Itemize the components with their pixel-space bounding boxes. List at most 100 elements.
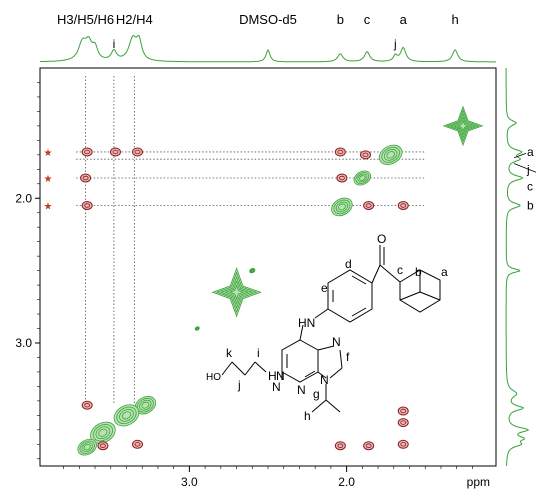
contour-line [357, 173, 368, 183]
contour-line [400, 442, 407, 447]
contour-line [397, 418, 409, 428]
red-contour-peak [81, 147, 93, 157]
contour-line [381, 146, 400, 163]
contour-line [84, 149, 91, 155]
green-contour-peak [378, 144, 403, 165]
bond [304, 370, 316, 378]
atom-label-n9: N [320, 373, 329, 387]
atom-label-n3: N [276, 369, 285, 383]
red-contour-peak [397, 200, 409, 210]
contour-line [331, 197, 353, 217]
red-contour-peak [334, 147, 346, 157]
proton-label-i: i [257, 346, 260, 360]
red-contour-peak [131, 147, 143, 157]
bond [221, 361, 233, 376]
right-projection-trace [505, 68, 530, 466]
molecule-atom-labels: O c b a d e HN N f N N N g h H N i k j H… [206, 232, 448, 423]
contour-line [446, 108, 480, 143]
contour-line [113, 404, 140, 427]
bond [325, 399, 341, 413]
contour-line [336, 173, 348, 183]
contour-line [334, 147, 346, 157]
contour-line [355, 172, 370, 184]
red-contour-peak [359, 150, 371, 160]
contour-line [397, 200, 409, 210]
contour-line [337, 203, 346, 211]
contour-line [400, 203, 407, 208]
proton-label-h: h [304, 409, 311, 423]
top-peak-label: j [393, 37, 397, 51]
contour-line [79, 440, 95, 454]
contour-line [228, 284, 245, 301]
contour-line [339, 175, 345, 181]
proton-label-b: b [415, 265, 422, 279]
contour-line [365, 443, 372, 448]
bond [254, 361, 267, 373]
star-marker: ★ [44, 201, 53, 212]
contour-line [196, 327, 199, 330]
contour-line [84, 203, 91, 208]
contour-line [134, 442, 141, 447]
contour-line [81, 400, 93, 410]
benzene-ring [327, 269, 373, 323]
top-peak-label: b [337, 12, 344, 27]
red-contour-peak [397, 439, 409, 449]
contour-line [116, 406, 137, 425]
bond [311, 399, 327, 413]
contour-line [112, 149, 119, 155]
atom-label-ho: HO [206, 372, 221, 383]
atom-label-o: O [377, 232, 386, 246]
contour-line [400, 420, 407, 425]
bond [351, 275, 367, 285]
contour-peaks [77, 105, 484, 456]
contour-line [80, 173, 92, 183]
contour-line [386, 151, 395, 159]
green-contour-peak [211, 267, 262, 318]
contour-line [134, 149, 141, 155]
proton-label-g: g [313, 387, 320, 401]
top-projection-spectrum [40, 35, 496, 63]
bond [399, 291, 421, 301]
contour-line [131, 439, 143, 449]
red-contour-peak [363, 441, 375, 451]
contour-line [81, 147, 93, 157]
proton-label-c: c [397, 263, 403, 277]
contour-line [98, 428, 108, 437]
bond [317, 371, 327, 379]
y-tick-label: 2.0 [15, 191, 32, 205]
bond [351, 307, 367, 317]
green-contour-peak [249, 268, 256, 274]
y-tick-label: 3.0 [15, 336, 32, 350]
proton-label-k: k [226, 346, 233, 360]
correlation-guides: ★★★ [44, 76, 426, 404]
contour-line [121, 411, 132, 420]
contour-line [363, 441, 375, 451]
top-peak-label: DMSO-d5 [239, 12, 297, 27]
star-marker: ★ [44, 174, 53, 185]
contour-line [449, 112, 477, 140]
right-peak-label: a [527, 145, 534, 159]
right-peak-label: b [527, 198, 534, 212]
contour-line [215, 271, 258, 314]
green-contour-peak [442, 105, 484, 147]
proton-label-d: d [345, 257, 352, 271]
contour-line [397, 439, 409, 449]
green-contour-peak [353, 170, 372, 186]
contour-line [359, 150, 371, 160]
contour-line [363, 200, 375, 210]
atom-label-n7: N [332, 335, 341, 349]
red-contour-peak [336, 173, 348, 183]
molecule-structure [221, 245, 441, 413]
green-contour-peak [113, 404, 140, 427]
green-contour-peak [77, 438, 97, 456]
top-peak-label: h [452, 12, 459, 27]
atom-label-h-side: H [268, 369, 277, 383]
x-tick-label: 3.0 [181, 475, 198, 489]
contour-line [81, 200, 93, 210]
contour-line [353, 170, 372, 186]
red-contour-peak [363, 200, 375, 210]
contour-line [337, 149, 344, 155]
proton-label-j: j [237, 378, 241, 392]
contour-line [250, 268, 255, 273]
